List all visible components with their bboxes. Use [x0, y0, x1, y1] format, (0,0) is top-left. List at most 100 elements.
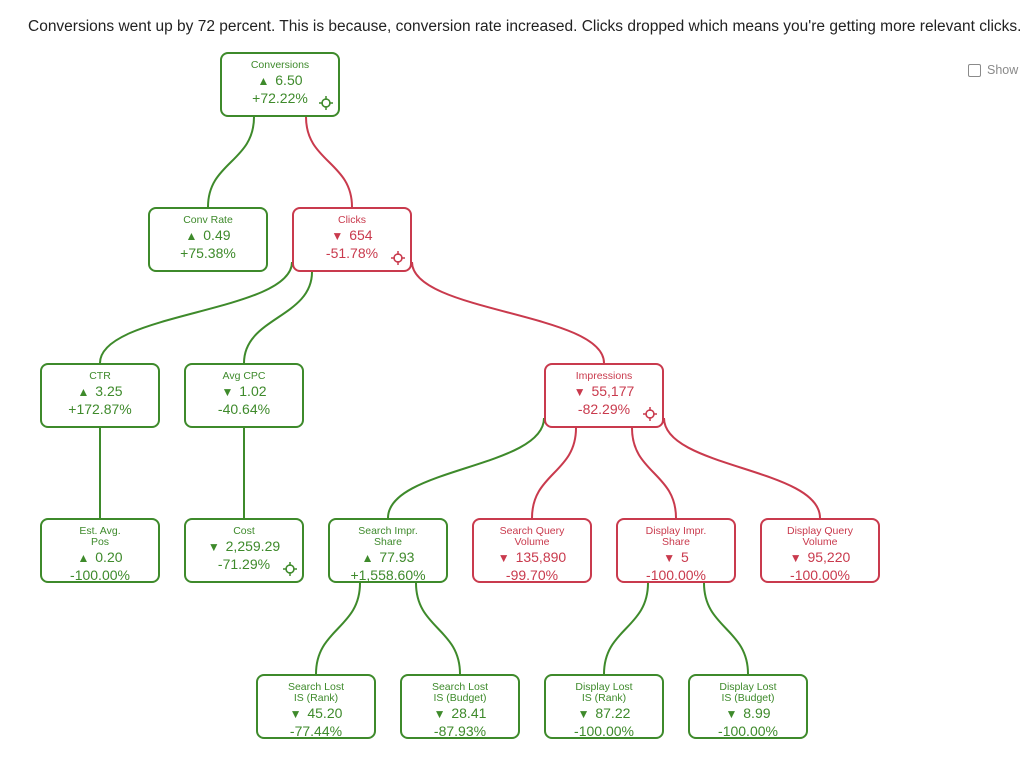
node-change: -100.00% — [718, 723, 778, 739]
edge-clicks-to-ctr — [99, 261, 293, 364]
node-cost[interactable]: Cost▼ 2,259.29-71.29% — [184, 518, 304, 583]
node-change: -100.00% — [70, 567, 130, 583]
node-value: ▲ 3.25 — [42, 383, 158, 401]
edge-display_impr_share-to-display_lost_is_budget — [703, 582, 749, 675]
node-change: -40.64% — [217, 401, 271, 417]
node-value-text: 87.22 — [591, 705, 631, 721]
node-label: Conv Rate — [183, 214, 233, 226]
node-value: ▼ 2,259.29 — [186, 538, 302, 556]
node-change: -77.44% — [289, 723, 343, 739]
node-value: ▲ 77.93 — [330, 549, 446, 567]
triangle-down-icon: ▼ — [221, 385, 234, 399]
node-label: Avg CPC — [222, 370, 266, 382]
edge-impressions-to-search_impr_share — [387, 417, 545, 519]
node-value-text: 5 — [677, 549, 689, 565]
node-impressions[interactable]: Impressions▼ 55,177-82.29% — [544, 363, 664, 428]
node-value: ▲ 6.50 — [222, 72, 338, 90]
edge-clicks-to-impressions — [411, 261, 605, 364]
node-value-text: 28.41 — [447, 705, 487, 721]
node-clicks[interactable]: Clicks▼ 654-51.78% — [292, 207, 412, 272]
node-value-text: 8.99 — [739, 705, 771, 721]
node-value: ▼ 8.99 — [690, 705, 806, 723]
node-value-text: 77.93 — [375, 549, 415, 565]
triangle-up-icon: ▲ — [77, 385, 90, 399]
crosshair-focus-icon[interactable] — [391, 251, 405, 265]
node-value: ▼ 5 — [618, 549, 734, 567]
node-avg-cpc[interactable]: Avg CPC▼ 1.02-40.64% — [184, 363, 304, 428]
triangle-up-icon: ▲ — [185, 229, 198, 243]
node-value-text: 95,220 — [803, 549, 851, 565]
node-change: -99.70% — [505, 567, 559, 583]
node-value-text: 0.49 — [199, 227, 231, 243]
edge-search_impr_share-to-search_lost_is_rank — [315, 582, 361, 675]
node-label: Display Impr.Share — [645, 525, 707, 548]
edge-impressions-to-search_query_volume — [531, 427, 577, 519]
crosshair-focus-icon[interactable] — [643, 407, 657, 421]
show-label: Show — [987, 63, 1019, 77]
node-value: ▼ 45.20 — [258, 705, 374, 723]
node-value: ▼ 55,177 — [546, 383, 662, 401]
triangle-down-icon: ▼ — [789, 551, 802, 565]
node-ctr[interactable]: CTR▲ 3.25+172.87% — [40, 363, 160, 428]
node-change: -100.00% — [646, 567, 706, 583]
node-value-text: 0.20 — [91, 549, 123, 565]
node-label: Est. Avg.Pos — [79, 525, 121, 548]
node-change: -100.00% — [790, 567, 850, 583]
show-checkbox[interactable] — [968, 63, 981, 77]
triangle-up-icon: ▲ — [257, 74, 270, 88]
node-conversions[interactable]: Conversions▲ 6.50+72.22% — [220, 52, 340, 117]
node-change: +172.87% — [68, 401, 132, 417]
node-change: -87.93% — [433, 723, 487, 739]
node-label: CTR — [89, 370, 111, 382]
node-search-impr-share[interactable]: Search Impr.Share▲ 77.93+1,558.60% — [328, 518, 448, 583]
node-value: ▼ 28.41 — [402, 705, 518, 723]
node-value-text: 2,259.29 — [221, 538, 281, 554]
node-change: -100.00% — [574, 723, 634, 739]
node-label: Cost — [233, 525, 255, 537]
node-label: Clicks — [338, 214, 366, 226]
show-toggle[interactable]: Show — [968, 63, 1018, 77]
node-value: ▼ 87.22 — [546, 705, 662, 723]
node-value: ▼ 95,220 — [762, 549, 878, 567]
edge-search_impr_share-to-search_lost_is_budget — [415, 582, 461, 675]
node-change: +75.38% — [180, 245, 236, 261]
node-change: +72.22% — [252, 90, 308, 106]
triangle-down-icon: ▼ — [497, 551, 510, 565]
node-value-text: 3.25 — [91, 383, 123, 399]
node-value: ▼ 135,890 — [474, 549, 590, 567]
node-change: -82.29% — [577, 401, 631, 417]
node-value-text: 654 — [345, 227, 373, 243]
triangle-down-icon: ▼ — [289, 707, 302, 721]
triangle-down-icon: ▼ — [207, 540, 220, 554]
triangle-down-icon: ▼ — [433, 707, 446, 721]
edge-impressions-to-display_impr_share — [631, 427, 677, 519]
crosshair-focus-icon[interactable] — [319, 96, 333, 110]
edge-impressions-to-display_query_volume — [663, 417, 821, 519]
node-value-text: 6.50 — [271, 72, 303, 88]
triangle-down-icon: ▼ — [577, 707, 590, 721]
node-value: ▲ 0.49 — [150, 227, 266, 245]
crosshair-focus-icon[interactable] — [283, 562, 297, 576]
node-label: Search Impr.Share — [358, 525, 418, 548]
edge-clicks-to-avg_cpc — [243, 271, 313, 364]
node-display-impr-share[interactable]: Display Impr.Share▼ 5-100.00% — [616, 518, 736, 583]
node-value: ▲ 0.20 — [42, 549, 158, 567]
node-conv-rate[interactable]: Conv Rate▲ 0.49+75.38% — [148, 207, 268, 272]
node-value-text: 55,177 — [587, 383, 635, 399]
node-value: ▼ 1.02 — [186, 383, 302, 401]
edge-conversions-to-clicks — [305, 116, 353, 208]
triangle-down-icon: ▼ — [331, 229, 344, 243]
triangle-down-icon: ▼ — [725, 707, 738, 721]
node-value-text: 135,890 — [511, 549, 567, 565]
node-est-avg-pos[interactable]: Est. Avg.Pos▲ 0.20-100.00% — [40, 518, 160, 583]
